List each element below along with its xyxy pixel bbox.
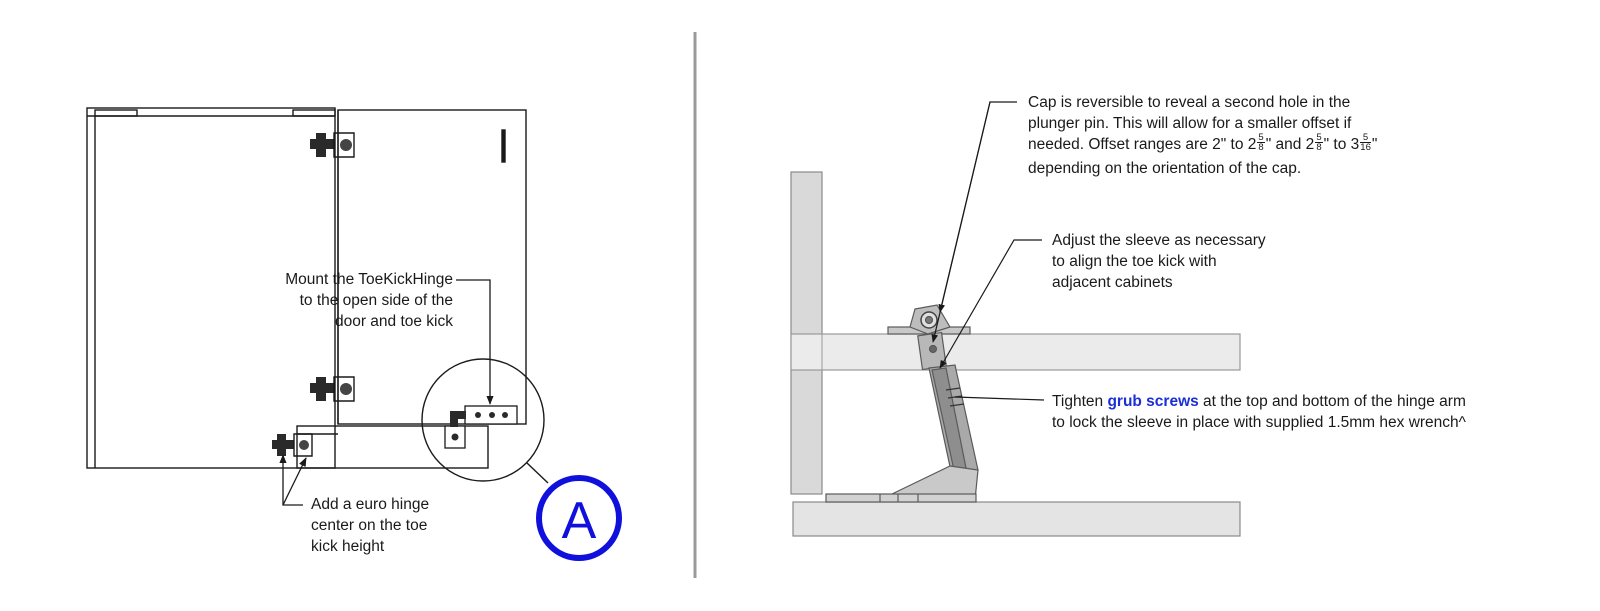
callout-grub-screws: Tighten grub screws at the top and botto… <box>1052 391 1466 433</box>
callout-sleeve-line-2: to align the toe kick with <box>1052 253 1217 270</box>
leader-cap-2 <box>931 101 991 343</box>
cabinet-door <box>337 109 527 425</box>
callout-mount-hinge: Mount the ToeKickHinge to the open side … <box>258 269 453 332</box>
floor-board <box>792 501 1241 537</box>
callout-grub-line-2: to lock the sleeve in place with supplie… <box>1052 414 1466 431</box>
detail-badge-letter: A <box>562 492 597 550</box>
cabinet-side-wall <box>790 171 823 495</box>
callout-cap-line-2: plunger pin. This will allow for a small… <box>1028 115 1352 132</box>
toe-kick-hinge-mechanism <box>825 304 979 503</box>
callout-mount-line-1: Mount the ToeKickHinge <box>285 271 453 288</box>
leader-cap-1 <box>938 101 1017 313</box>
callout-cap-line-4: depending on the orientation of the cap. <box>1028 160 1302 177</box>
callout-mount-line-2: to the open side of the <box>299 292 453 309</box>
callout-cap-line-1: Cap is reversible to reveal a second hol… <box>1028 94 1351 111</box>
callout-euro-line-2: center on the toe <box>311 517 428 534</box>
detail-circle <box>421 358 545 482</box>
toe-kick-hinge-small <box>444 405 518 449</box>
leader-euro-2 <box>282 457 307 506</box>
cabinet-front-view <box>86 107 527 469</box>
door-handle <box>501 129 506 163</box>
euro-hinge-toe-kick <box>272 433 313 457</box>
euro-hinge-middle <box>310 376 355 402</box>
grub-screws-highlight: grub screws <box>1107 393 1199 410</box>
callout-mount-line-3: door and toe kick <box>334 313 453 330</box>
callout-sleeve-line-3: adjacent cabinets <box>1052 274 1173 291</box>
toe-kick-panel <box>296 425 489 469</box>
callout-sleeve-line-1: Adjust the sleeve as necessary <box>1052 232 1266 249</box>
callout-grub-line-1: Tighten grub screws at the top and botto… <box>1052 393 1466 410</box>
leader-grub <box>954 396 1045 401</box>
callout-cap: Cap is reversible to reveal a second hol… <box>1028 92 1377 179</box>
callout-euro-line-3: kick height <box>311 538 385 555</box>
cabinet-body <box>86 107 336 469</box>
detail-badge-circle <box>536 475 622 561</box>
toe-kick-board <box>790 333 1241 371</box>
callout-euro-hinge: Add a euro hinge center on the toe kick … <box>311 494 429 557</box>
leader-mount <box>456 279 494 405</box>
side-section-view <box>790 101 1241 537</box>
callout-euro-line-1: Add a euro hinge <box>311 496 430 513</box>
leader-sleeve <box>939 239 1042 369</box>
callout-sleeve: Adjust the sleeve as necessary to align … <box>1052 230 1266 293</box>
euro-hinge-top <box>310 132 355 158</box>
